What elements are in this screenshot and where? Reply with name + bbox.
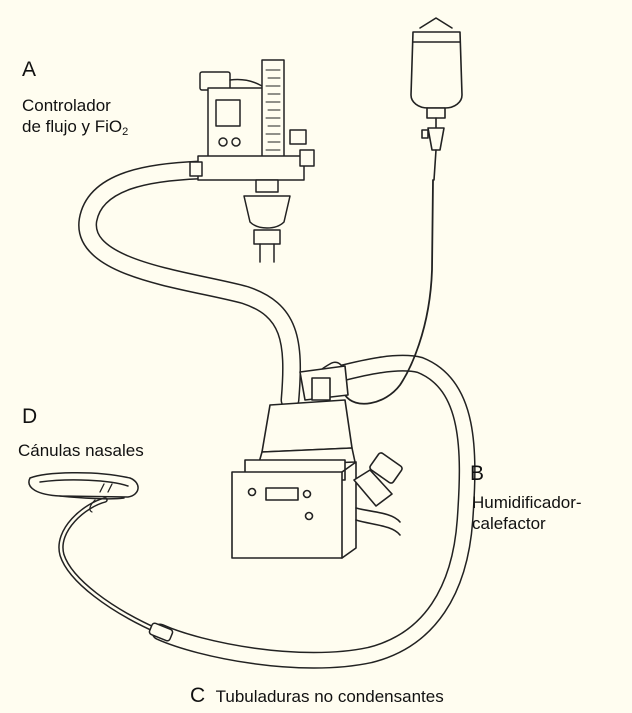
label-a-line2-prefix: de flujo y FiO (22, 117, 123, 136)
label-a-line2-subscript: 2 (122, 126, 129, 138)
label-b-line2: calefactor (472, 514, 546, 533)
nasal-cannula (28, 471, 139, 513)
label-d-letter: D (22, 405, 38, 428)
label-b-text: Humidificador- calefactor (472, 492, 582, 534)
water-feed-line (344, 179, 434, 405)
label-a-text: Controlador de flujo y FiO2 (22, 95, 128, 143)
label-c: C Tubuladuras no condensantes (190, 684, 444, 708)
label-b-line1: Humidificador- (472, 493, 582, 512)
water-bag (410, 17, 463, 181)
label-d-text: Cánulas nasales (18, 441, 144, 460)
label-a-line1: Controlador (22, 96, 111, 115)
label-a-line2: de flujo y FiO2 (22, 116, 128, 143)
label-c-letter: C (190, 684, 206, 707)
cannula-tubing (58, 497, 174, 642)
heated-tubing (151, 354, 476, 669)
supply-tube (78, 160, 302, 410)
flow-fio2-controller (189, 59, 315, 263)
label-a-letter: A (22, 58, 37, 81)
label-c-text: Tubuladuras no condensantes (215, 687, 444, 706)
humidifier-heater (231, 365, 403, 559)
label-b-letter: B (470, 462, 485, 485)
